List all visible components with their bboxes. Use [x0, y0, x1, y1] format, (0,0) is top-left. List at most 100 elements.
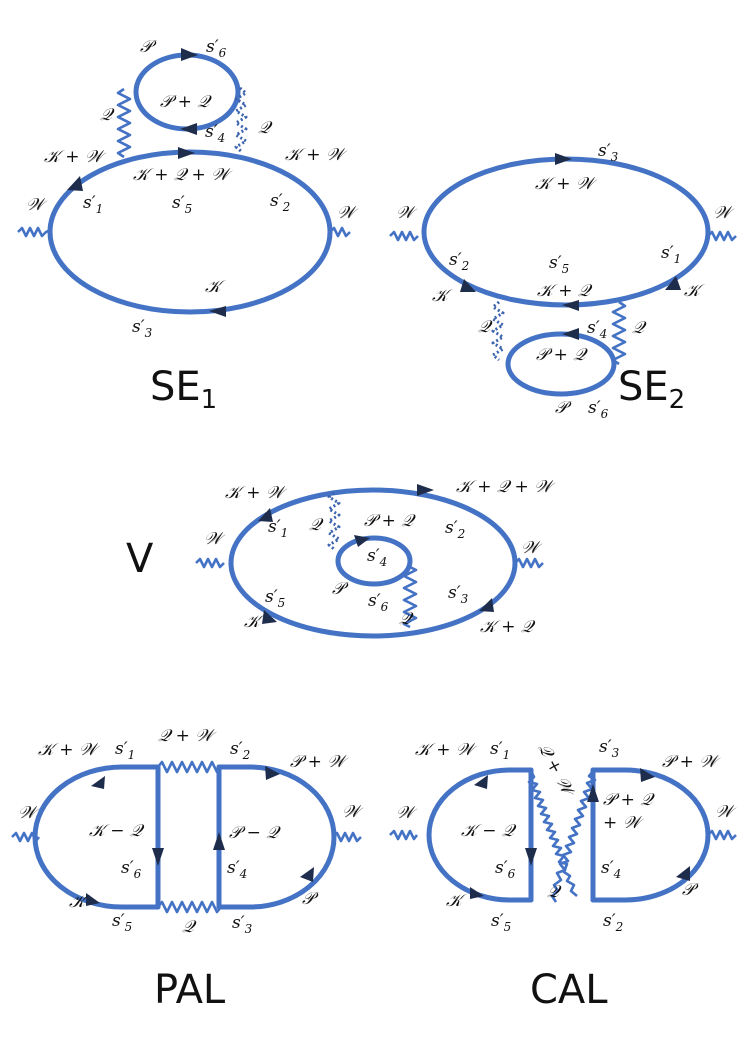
se2-label-k-w: 𝒦 + 𝒲: [535, 174, 598, 194]
diagram-se1: 𝒫 s′6 𝒫 + 𝒬 𝒬 s′4 𝒬 𝒦 + 𝒲 𝒦 + 𝒲 𝒦 + 𝒬 + …: [17, 37, 359, 415]
diagram-cal: 𝒦 + 𝒲 s′1 s′3 𝒫 + 𝒲 𝒲 𝒦 − 𝒬 𝒫 + 𝒬 + 𝒲 𝒲 …: [389, 737, 737, 1013]
pal-top-boson: [156, 760, 223, 774]
cal-external-wave-left: [389, 829, 419, 841]
se1-label-s1: s′1: [83, 193, 103, 216]
pal-label-s3: s′3: [232, 913, 253, 936]
cal-label-s5: s′5: [491, 911, 511, 934]
v-label-k: 𝒦: [244, 612, 265, 632]
cal-label-plus-w: + 𝒲: [603, 813, 645, 833]
se2-arrow-left: [460, 279, 476, 292]
pal-label-w-left: 𝒲: [18, 803, 40, 823]
pal-label-q: 𝒬: [182, 917, 197, 937]
se1-label-k: 𝒦: [205, 277, 226, 297]
diagram-pal: 𝒦 + 𝒲 s′1 𝒬 + 𝒲 s′2 𝒫 + 𝒲 𝒲 𝒲 𝒦 − 𝒬 𝒫 − …: [11, 726, 364, 1013]
pal-arrow-left-top: [91, 776, 105, 789]
cal-external-wave-right: [707, 829, 737, 841]
se1-label-s3: s′3: [132, 317, 153, 340]
v-external-wave-left: [195, 557, 225, 569]
cal-label-s1: s′1: [490, 739, 510, 762]
pal-arrow-right-bottom: [300, 867, 314, 882]
cal-title: CAL: [530, 967, 608, 1013]
v-title: V: [126, 536, 154, 582]
se1-label-k-w-right: 𝒦 + 𝒲: [285, 145, 348, 165]
se1-dotted-zigzag-q: [234, 86, 248, 154]
v-label-k-q-w: 𝒦 + 𝒬 + 𝒲: [456, 477, 556, 497]
pal-label-p: 𝒫: [302, 889, 319, 909]
pal-label-p-w: 𝒫 + 𝒲: [290, 752, 349, 772]
se2-label-w-right: 𝒲: [713, 203, 735, 223]
v-label-p: 𝒫: [332, 579, 349, 599]
v-label-w-left: 𝒲: [204, 529, 226, 549]
pal-arrow-right-rung: [213, 832, 225, 850]
se1-arrow-inner-bottom: [180, 123, 197, 135]
v-label-k-plus-q: 𝒦 + 𝒬: [480, 617, 536, 637]
v-label-q-bottom: 𝒬: [399, 609, 414, 629]
pal-label-q-w: 𝒬 + 𝒲: [158, 726, 217, 746]
v-label-s3: s′3: [448, 583, 469, 606]
se2-inner-loop: [505, 331, 617, 397]
cal-label-p-plus-q: 𝒫 + 𝒬: [603, 790, 655, 810]
v-label-k-w: 𝒦 + 𝒲: [225, 483, 288, 503]
pal-bottom-boson: [156, 900, 223, 914]
se2-label-p-plus-q: 𝒫 + 𝒬: [536, 345, 588, 365]
v-label-s4: s′4: [367, 546, 387, 569]
v-zigzag-q: [402, 565, 418, 629]
se1-label-q-left: 𝒬: [100, 105, 115, 125]
se1-label-w-left: 𝒲: [26, 195, 48, 215]
pal-arrow-left-rung: [152, 848, 164, 866]
se1-label-s5: s′5: [172, 193, 192, 216]
cal-label-w-left: 𝒲: [396, 803, 418, 823]
cal-arrow-right-rung: [587, 784, 599, 802]
v-label-s5: s′5: [265, 587, 285, 610]
cal-label-q: 𝒬: [547, 882, 562, 902]
se2-title: SE2: [618, 364, 685, 415]
se2-label-k-right: 𝒦: [684, 281, 705, 301]
pal-label-s4: s′4: [227, 858, 247, 881]
se2-label-s5: s′5: [549, 253, 569, 276]
cal-arrow-left-top: [474, 775, 488, 789]
cal-right-arc: [590, 767, 711, 903]
se2-arrow-top: [555, 153, 572, 165]
pal-label-k-w: 𝒦 + 𝒲: [38, 740, 101, 760]
cal-label-k: 𝒦: [446, 891, 467, 911]
cal-arrow-left-bottom: [470, 887, 484, 899]
se2-label-s1: s′1: [661, 243, 681, 266]
v-arrow-left-top: [258, 508, 273, 522]
se2-external-wave-left: [389, 230, 419, 242]
pal-arrow-right-top: [265, 766, 280, 780]
cal-label-s2: s′2: [603, 911, 623, 934]
v-inner-loop: [335, 535, 413, 587]
pal-label-s2: s′2: [230, 739, 250, 762]
cal-label-s4: s′4: [601, 858, 621, 881]
se1-label-s2: s′2: [270, 191, 290, 214]
v-arrow-right-bottom: [479, 598, 494, 612]
cal-label-k-w: 𝒦 + 𝒲: [415, 740, 478, 760]
se2-arrow-inner: [562, 328, 579, 340]
cal-label-k-minus-q: 𝒦 − 𝒬: [461, 821, 517, 841]
se2-label-p: 𝒫: [555, 398, 572, 418]
v-label-s1: s′1: [268, 517, 288, 540]
se1-arrow-mid: [178, 147, 195, 159]
se1-arrow-left: [67, 176, 83, 191]
cal-crossed-boson-b: [550, 770, 597, 903]
se2-zigzag-q: [611, 300, 627, 366]
v-dotted-zigzag-q: [327, 491, 341, 551]
cal-label-p-w: 𝒫 + 𝒲: [662, 752, 721, 772]
se2-dotted-zigzag-q: [491, 300, 505, 362]
v-arrow-left-bottom: [262, 610, 277, 624]
pal-external-wave-right: [332, 831, 362, 843]
se1-label-w-right: 𝒲: [337, 203, 359, 223]
pal-external-wave-left: [11, 831, 41, 843]
diagram-se2: s′3 𝒦 + 𝒲 𝒲 𝒲 s′2 s′5 s′1 𝒦 𝒦 + 𝒬 𝒦 𝒬 s′…: [389, 141, 737, 421]
cal-crossed-boson-a: [527, 770, 578, 897]
pal-label-p-minus-q: 𝒫 − 𝒬: [229, 823, 281, 843]
se1-arrow-top: [181, 48, 198, 61]
se1-external-wave-left: [17, 226, 51, 238]
se2-label-s3: s′3: [598, 141, 619, 164]
se2-label-w-left: 𝒲: [396, 203, 418, 223]
pal-title: PAL: [154, 967, 226, 1013]
se2-label-s4: s′4: [587, 318, 607, 341]
cal-label-s6: s′6: [495, 858, 516, 881]
se1-label-s4: s′4: [205, 122, 225, 145]
